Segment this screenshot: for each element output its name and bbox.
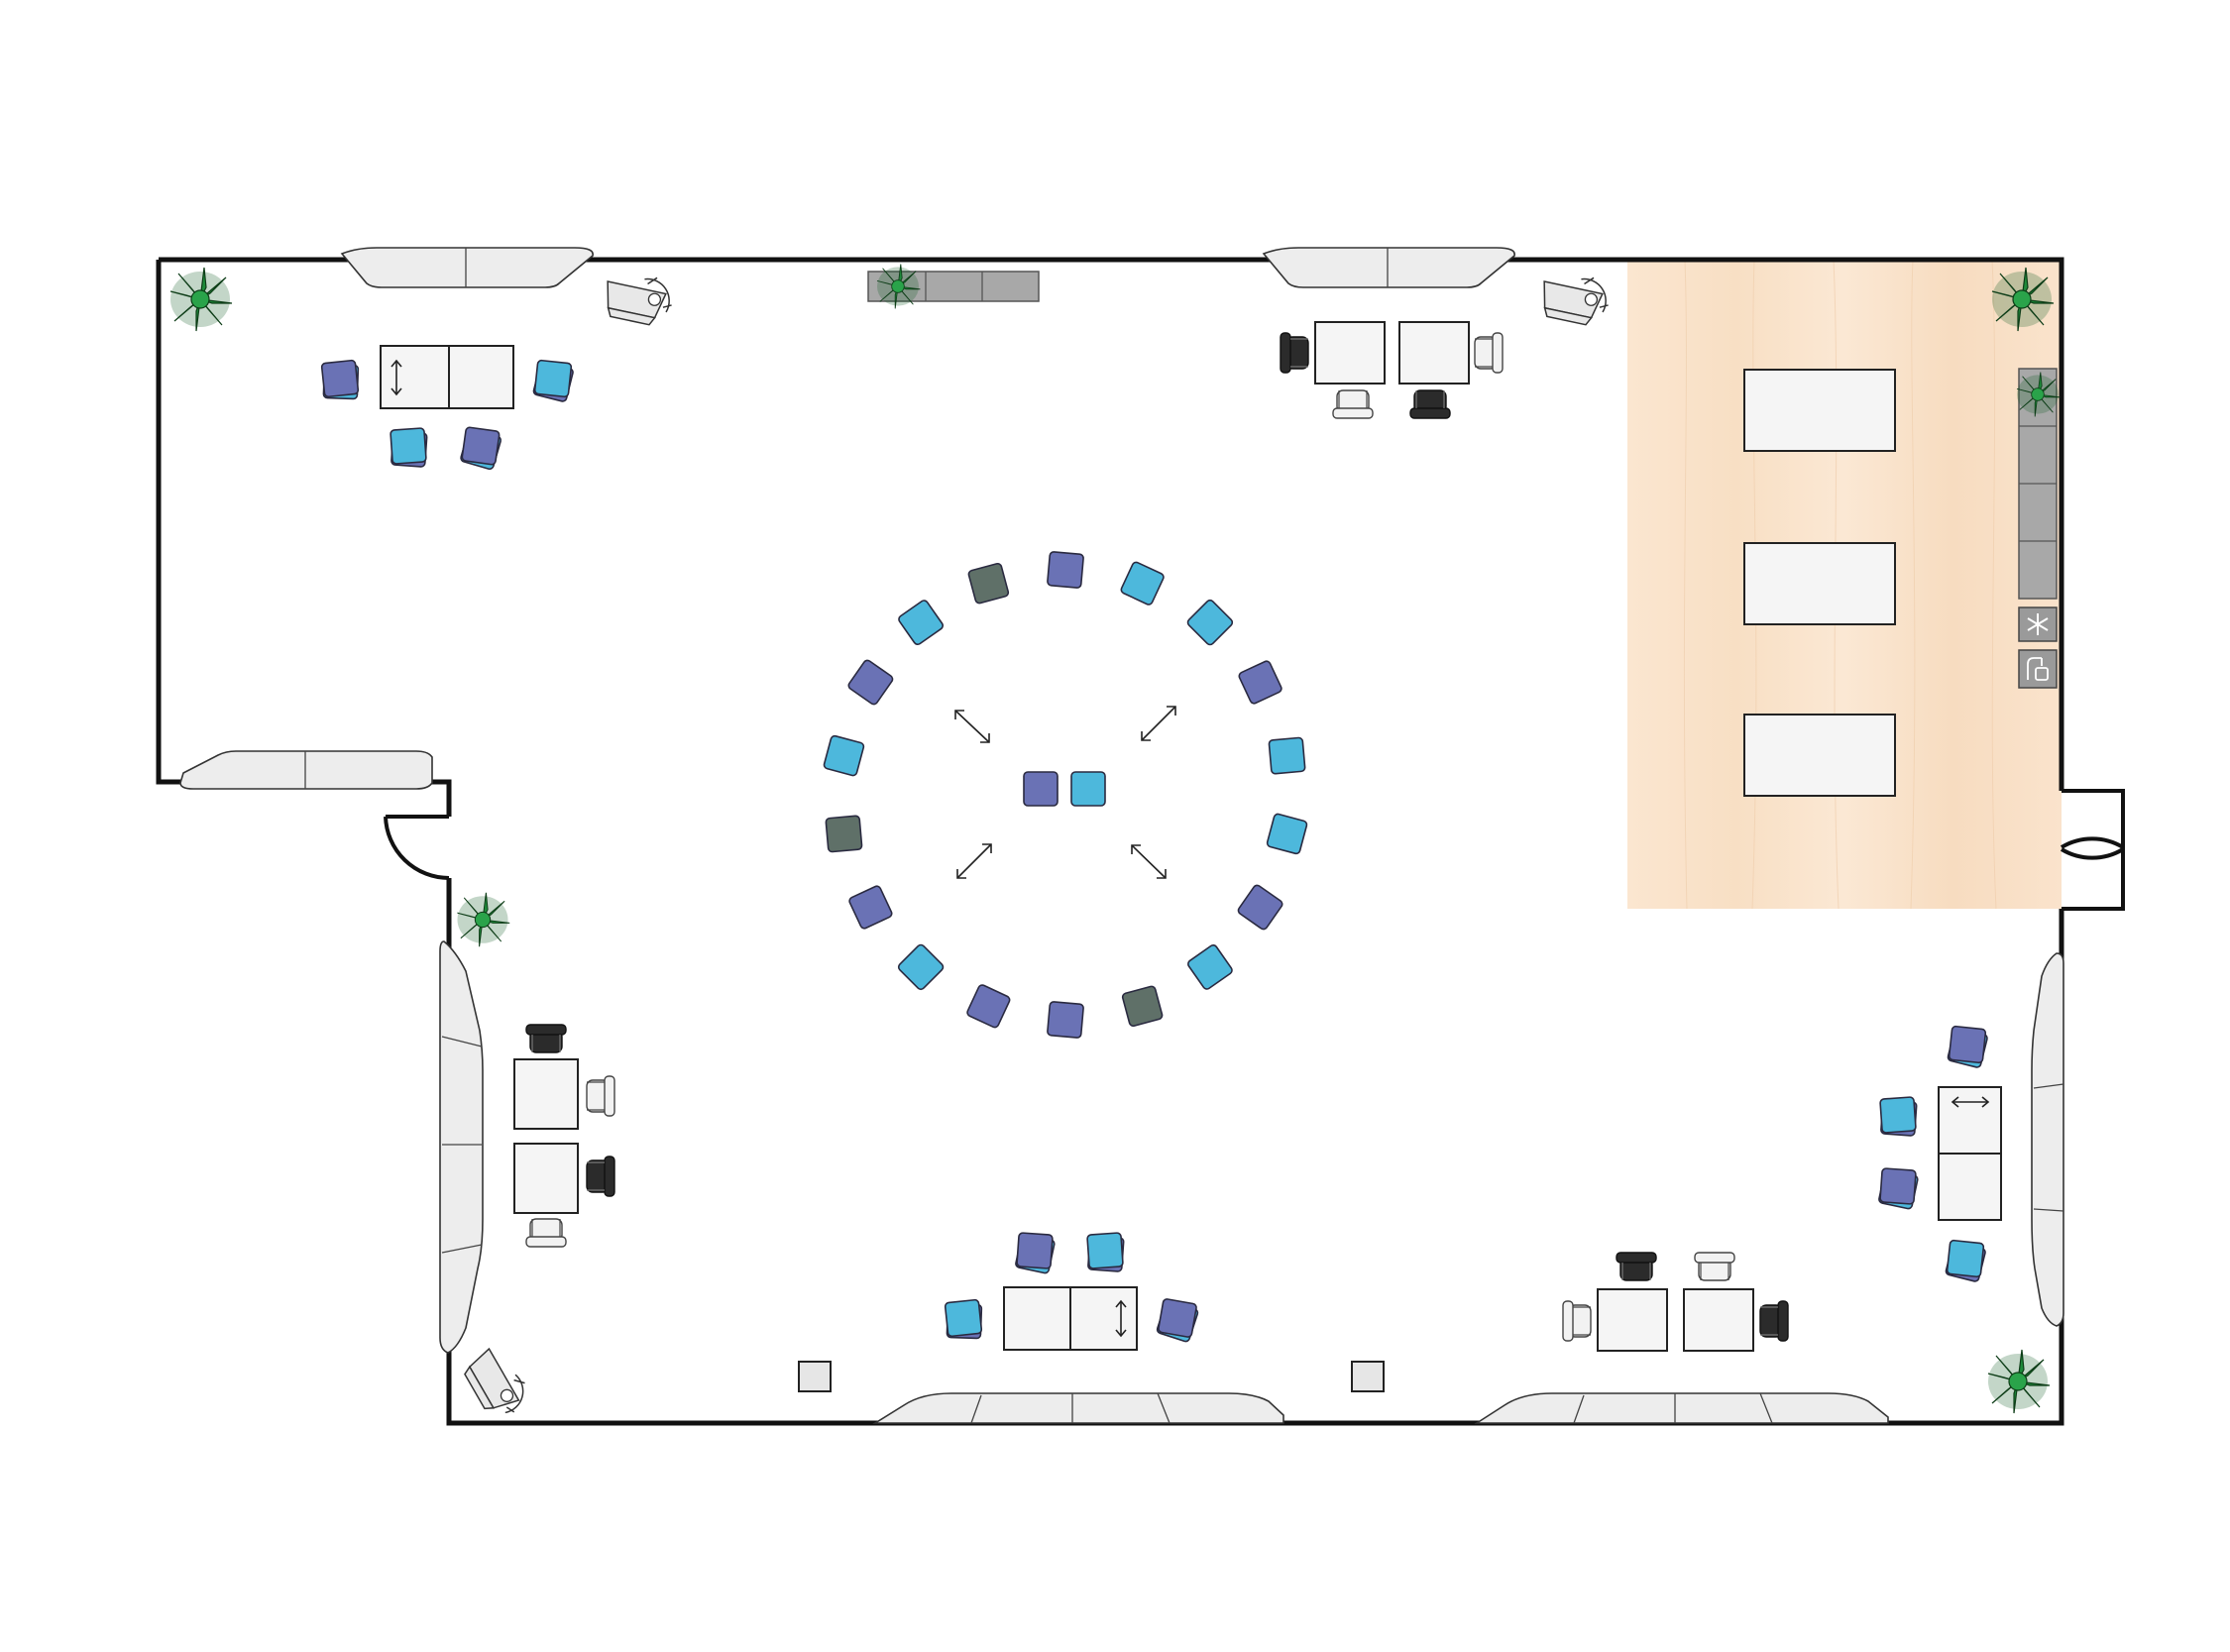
sofa-bottom-center[interactable] bbox=[872, 1392, 1284, 1424]
seat-cushion[interactable] bbox=[823, 734, 865, 777]
seat-cushion[interactable] bbox=[532, 359, 574, 402]
seat-cushion[interactable] bbox=[944, 1298, 985, 1342]
seat-cushion[interactable] bbox=[1015, 1232, 1056, 1274]
seat-cushion[interactable] bbox=[1156, 1298, 1200, 1343]
seat-cushion[interactable] bbox=[1266, 813, 1308, 855]
podium[interactable] bbox=[459, 1341, 536, 1425]
seat-cushion[interactable] bbox=[389, 427, 429, 470]
double-arrow-icon bbox=[1141, 706, 1176, 741]
seat-cushion[interactable] bbox=[1047, 551, 1084, 589]
kitchen-table-1[interactable] bbox=[1743, 369, 1896, 452]
seat-cushion[interactable] bbox=[1085, 1232, 1126, 1274]
podium[interactable] bbox=[600, 267, 678, 330]
seat-cushion[interactable] bbox=[1878, 1167, 1919, 1210]
pillar bbox=[798, 1361, 832, 1392]
fridge-appliance[interactable] bbox=[2018, 606, 2058, 642]
sofa-bottom-right[interactable] bbox=[1474, 1392, 1889, 1424]
seat-cushion[interactable] bbox=[1121, 985, 1164, 1028]
double-arrow-icon bbox=[956, 843, 992, 879]
door-left[interactable] bbox=[384, 815, 450, 880]
chair[interactable] bbox=[1616, 1252, 1657, 1281]
seat-cushion[interactable] bbox=[1237, 884, 1283, 931]
seat-cushion[interactable] bbox=[1047, 1001, 1084, 1039]
double-arrow-icon bbox=[1131, 844, 1167, 879]
potted-plant-icon bbox=[456, 892, 510, 947]
table-group-bottom-center bbox=[1003, 1286, 1138, 1351]
seat-cushion[interactable] bbox=[1238, 660, 1282, 705]
snowflake-icon bbox=[2027, 613, 2049, 635]
sink-appliance[interactable] bbox=[2018, 649, 2058, 689]
double-arrow-icon bbox=[390, 359, 402, 396]
seat-cushion[interactable] bbox=[1878, 1096, 1919, 1139]
sofa-top-left[interactable] bbox=[340, 247, 594, 288]
table-group-bottom-right bbox=[1562, 1252, 1789, 1352]
seat-cushion[interactable] bbox=[1120, 561, 1165, 606]
seat-cushion[interactable] bbox=[847, 659, 894, 706]
table[interactable] bbox=[1314, 321, 1386, 385]
potted-plant-icon bbox=[169, 267, 233, 332]
seat-cushion[interactable] bbox=[320, 359, 362, 402]
seat-cushion[interactable] bbox=[459, 426, 502, 471]
table-group-top-center bbox=[1280, 321, 1504, 419]
pillar bbox=[1351, 1361, 1385, 1392]
seat-cushion[interactable] bbox=[1186, 943, 1233, 990]
seat-cushion[interactable] bbox=[1947, 1025, 1988, 1068]
seat-cushion[interactable] bbox=[967, 562, 1010, 605]
double-arrow-icon bbox=[1115, 1299, 1127, 1338]
chair[interactable] bbox=[525, 1218, 567, 1248]
kitchen-table-3[interactable] bbox=[1743, 714, 1896, 797]
chair[interactable] bbox=[525, 1024, 567, 1053]
table[interactable] bbox=[513, 1143, 579, 1214]
chair[interactable] bbox=[1332, 389, 1374, 419]
table-group-top-left bbox=[380, 345, 514, 409]
chair[interactable] bbox=[1474, 332, 1504, 374]
seat-cushion[interactable] bbox=[897, 599, 944, 646]
potted-plant-icon bbox=[1987, 1349, 2051, 1414]
table[interactable] bbox=[1398, 321, 1470, 385]
seat-cushion[interactable] bbox=[825, 815, 863, 853]
chair[interactable] bbox=[1694, 1252, 1735, 1281]
seat-cushion[interactable] bbox=[1070, 771, 1106, 807]
table[interactable] bbox=[380, 345, 514, 409]
seating-layer bbox=[320, 359, 1988, 1343]
resize-arrows bbox=[954, 706, 1176, 879]
sofa-left-wall[interactable] bbox=[439, 940, 484, 1354]
seat-cushion[interactable] bbox=[848, 885, 893, 930]
sofa-left-notch[interactable] bbox=[179, 750, 433, 790]
chair[interactable] bbox=[1562, 1300, 1592, 1342]
seat-cushion[interactable] bbox=[1268, 736, 1306, 775]
table-group-right bbox=[1938, 1086, 2002, 1221]
double-arrow-icon bbox=[954, 710, 990, 743]
chair[interactable] bbox=[1409, 389, 1451, 419]
chair[interactable] bbox=[1280, 332, 1309, 374]
sofa-top-center[interactable] bbox=[1262, 247, 1515, 288]
sofa-right-wall[interactable] bbox=[2031, 952, 2064, 1327]
faucet-icon bbox=[2027, 657, 2049, 681]
seat-cushion[interactable] bbox=[1186, 599, 1234, 646]
door-right-double[interactable] bbox=[2060, 789, 2125, 911]
seat-cushion[interactable] bbox=[1023, 771, 1059, 807]
table-group-left bbox=[513, 1024, 615, 1248]
table[interactable] bbox=[1683, 1288, 1754, 1352]
table[interactable] bbox=[1597, 1288, 1668, 1352]
chair[interactable] bbox=[586, 1156, 615, 1197]
chair[interactable] bbox=[1759, 1300, 1789, 1342]
chair[interactable] bbox=[586, 1075, 615, 1117]
podium[interactable] bbox=[1536, 267, 1615, 330]
kitchen-table-2[interactable] bbox=[1743, 542, 1896, 625]
seat-cushion[interactable] bbox=[897, 943, 945, 991]
seat-cushion[interactable] bbox=[966, 984, 1011, 1029]
seat-cushion[interactable] bbox=[1945, 1239, 1986, 1282]
table[interactable] bbox=[513, 1058, 579, 1130]
